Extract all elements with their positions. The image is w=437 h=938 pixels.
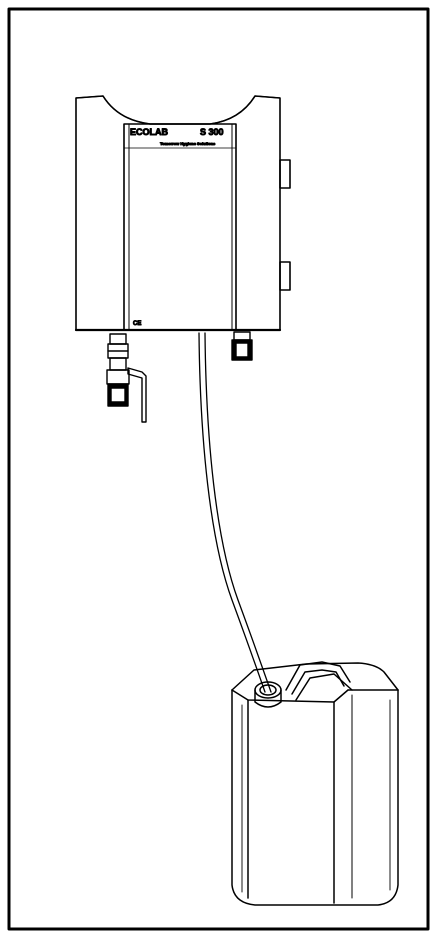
side-fitting-lower — [279, 261, 291, 291]
suction-hose — [198, 332, 272, 693]
page-border — [7, 7, 430, 931]
chemical-canister — [231, 661, 399, 906]
outlet-connector — [231, 331, 253, 361]
ce-mark: CE — [133, 321, 141, 327]
inlet-ball-valve — [106, 333, 147, 423]
valve-lever — [127, 367, 147, 423]
tagline-label: Tomorrow Hygiene Solutions — [160, 141, 216, 146]
brand-logo: ECOLAB — [130, 127, 169, 137]
side-fitting-upper — [279, 159, 291, 189]
unit-front-door — [123, 123, 237, 331]
unit-housing — [75, 95, 281, 331]
model-label: S 300 — [200, 127, 224, 137]
dosing-unit — [74, 95, 291, 332]
